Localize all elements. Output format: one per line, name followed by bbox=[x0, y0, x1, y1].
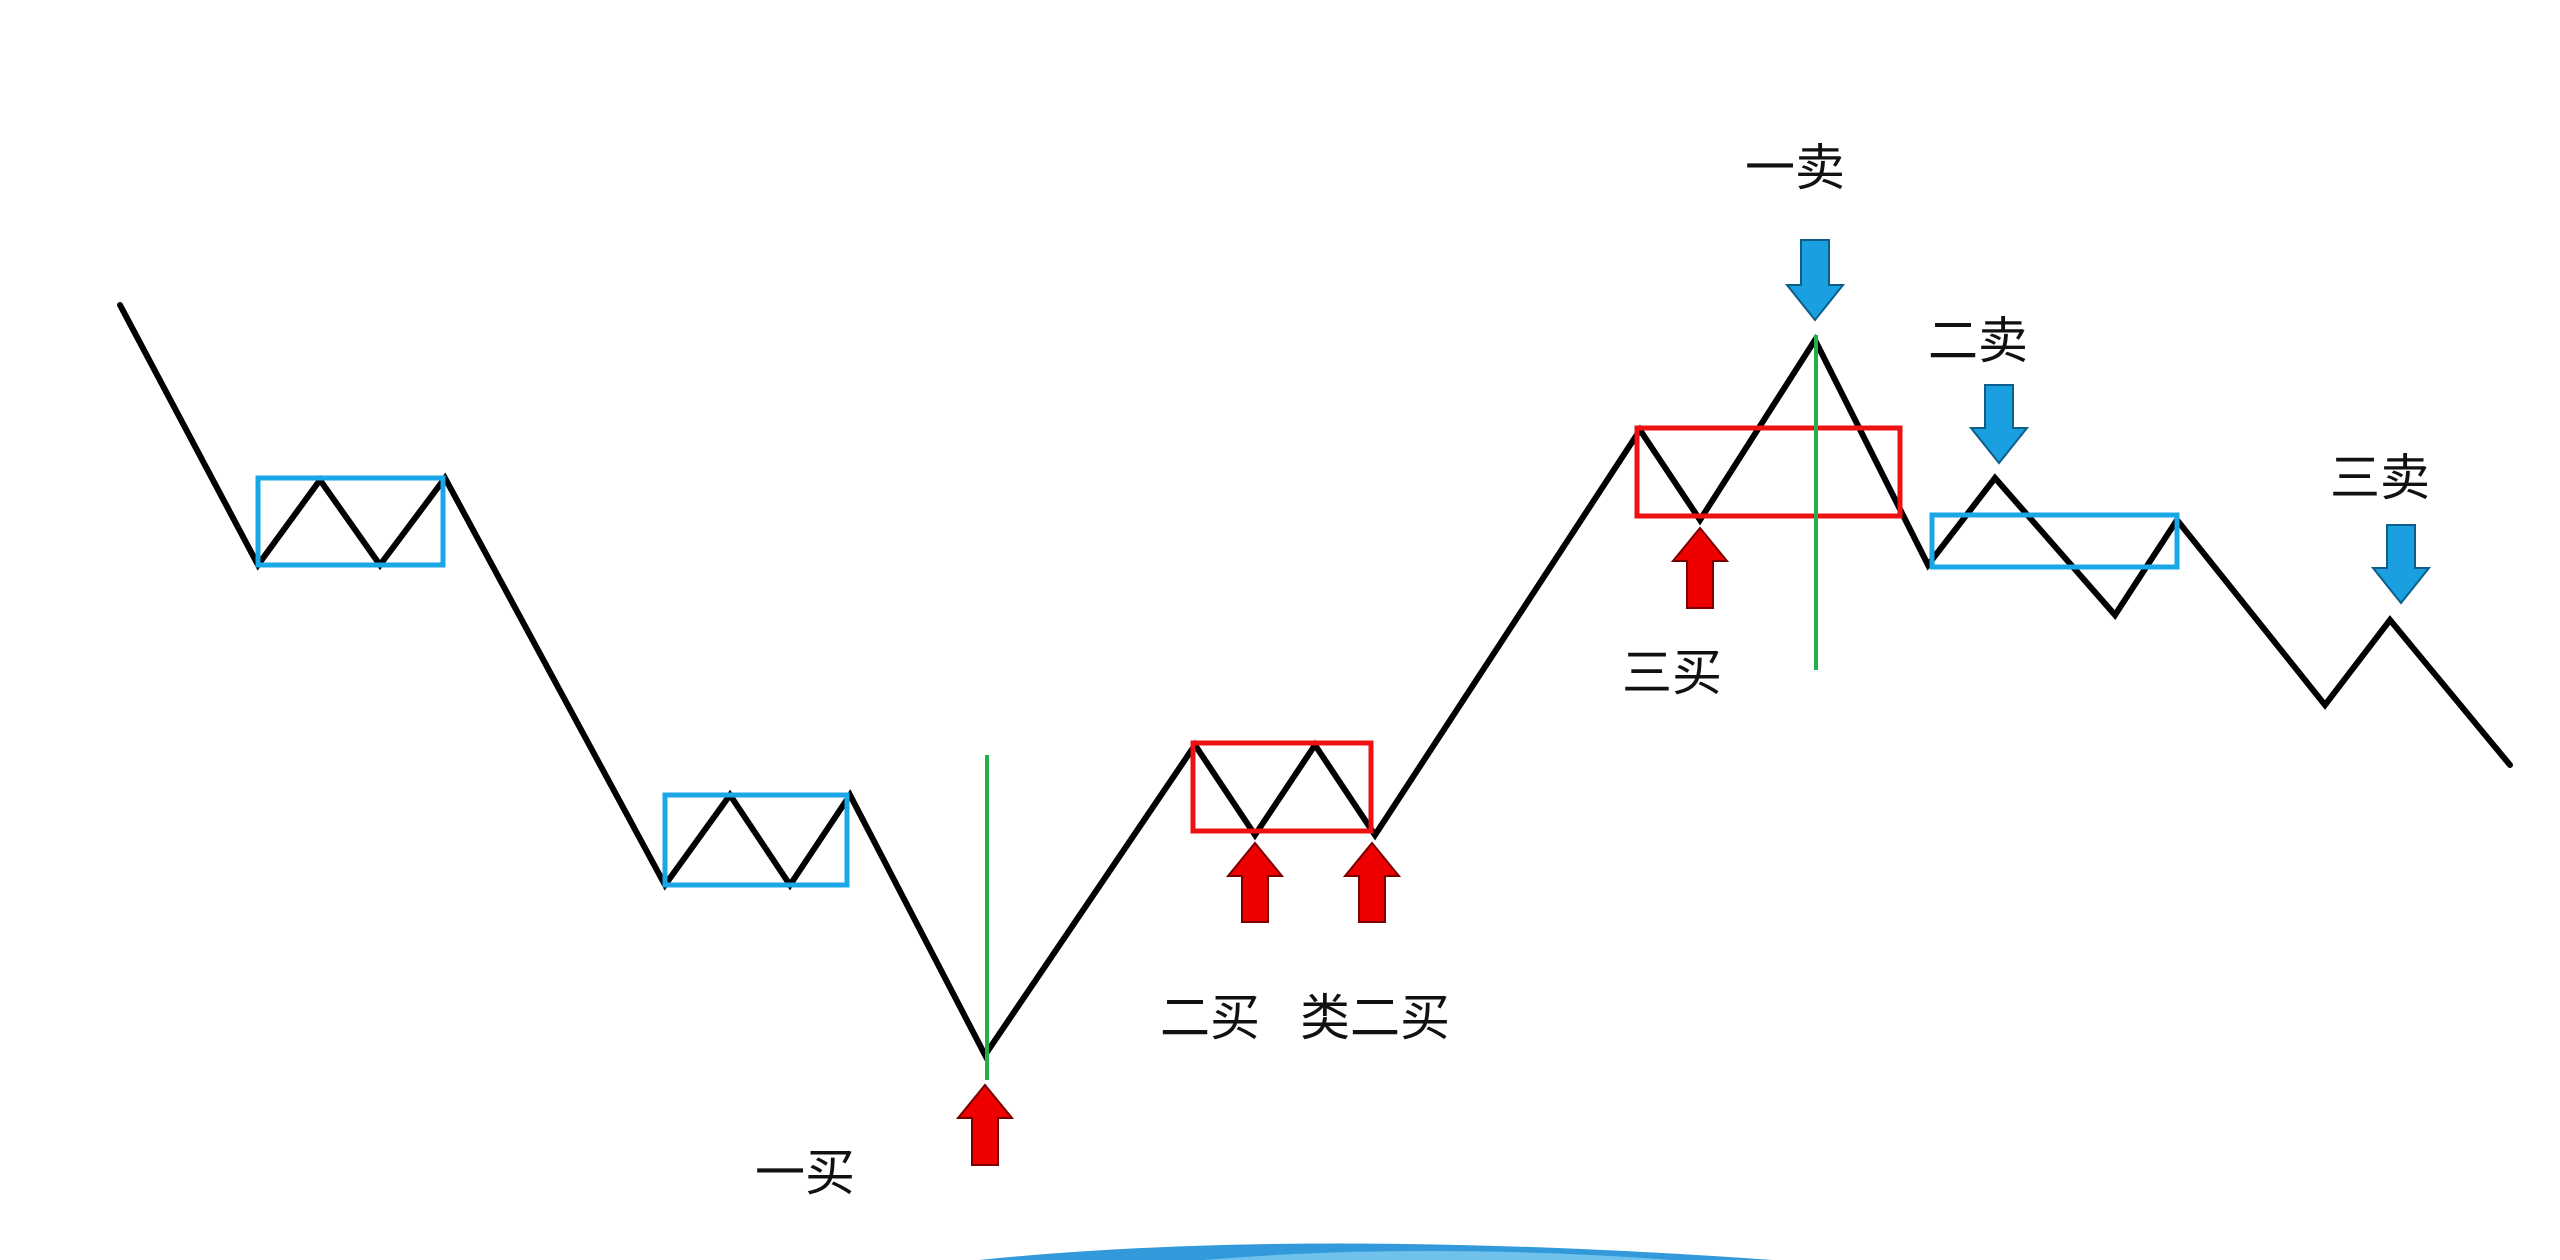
up-arrow-icon bbox=[1225, 841, 1285, 923]
falling-pivot-box-3 bbox=[1929, 512, 2180, 570]
down-arrow-icon bbox=[1784, 239, 1846, 322]
down-arrow-icon bbox=[1968, 384, 2030, 465]
label-buy1: 一买 bbox=[755, 1144, 855, 1202]
up-arrow-icon bbox=[1670, 526, 1730, 609]
price-path bbox=[117, 302, 2513, 1061]
falling-pivot-box-2 bbox=[662, 792, 850, 888]
rising-pivot-box-1 bbox=[1190, 740, 1374, 834]
up-arrow-icon bbox=[1342, 841, 1402, 923]
rising-pivot-box-2 bbox=[1634, 425, 1903, 519]
label-buy2-like: 类二买 bbox=[1300, 989, 1450, 1047]
decorative-swoosh bbox=[979, 1243, 1773, 1260]
label-buy3: 三买 bbox=[1622, 644, 1722, 702]
falling-pivot-box-1 bbox=[255, 475, 446, 568]
label-sell2: 二卖 bbox=[1928, 312, 2028, 370]
label-sell3: 三卖 bbox=[2330, 449, 2430, 507]
label-sell1: 一卖 bbox=[1745, 139, 1845, 197]
down-arrow-icon bbox=[2370, 524, 2432, 605]
label-buy2: 二买 bbox=[1160, 989, 1260, 1047]
up-arrow-icon bbox=[955, 1083, 1015, 1166]
